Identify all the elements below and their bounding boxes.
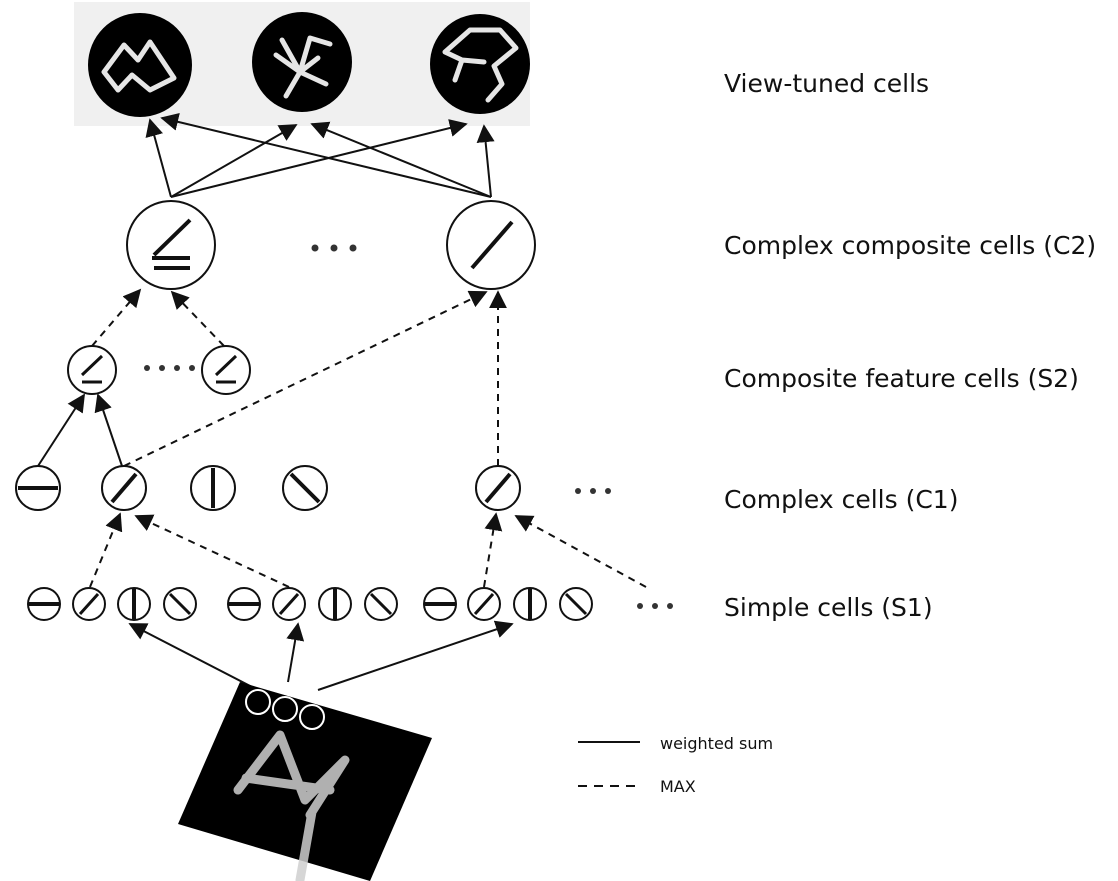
label-s2: Composite feature cells (S2) xyxy=(724,364,1079,393)
view-tuned-cell-1 xyxy=(88,13,192,117)
c1-ellipsis xyxy=(575,488,611,494)
c1-cells-group xyxy=(15,465,611,511)
s1-cell-horizontal xyxy=(27,587,61,621)
view-tuned-cells-group xyxy=(74,2,530,126)
s1-group-2 xyxy=(227,587,398,621)
s1-cell-anti-diagonal xyxy=(364,587,398,621)
s1-cell-anti-diagonal xyxy=(163,587,197,621)
c1-cell-diagonal xyxy=(101,465,147,511)
legend-weighted-sum: weighted sum xyxy=(660,734,773,753)
s2-cell-2 xyxy=(201,345,251,395)
c2-cell-2 xyxy=(446,200,536,290)
s1-group-1 xyxy=(27,587,197,621)
s2-ellipsis xyxy=(144,365,195,371)
s2-cell-1 xyxy=(67,345,117,395)
c1-to-s2-connections xyxy=(37,393,123,467)
s1-cell-horizontal xyxy=(423,587,457,621)
label-view-tuned: View-tuned cells xyxy=(724,69,929,98)
s2-to-c2-connections xyxy=(91,288,225,347)
s1-cell-horizontal xyxy=(227,587,261,621)
s1-cell-diagonal xyxy=(272,587,306,621)
s1-cell-vertical xyxy=(117,587,151,621)
label-c1: Complex cells (C1) xyxy=(724,485,958,514)
label-c2: Complex composite cells (C2) xyxy=(724,231,1096,260)
s1-ellipsis xyxy=(637,603,673,609)
s2-cells-group xyxy=(67,345,251,395)
label-s1: Simple cells (S1) xyxy=(724,593,933,622)
legend: weighted sum MAX xyxy=(578,734,773,796)
view-tuned-cell-2 xyxy=(252,12,352,112)
c1-cell-anti-diagonal xyxy=(282,465,328,511)
c2-ellipsis xyxy=(311,244,357,252)
s1-cell-anti-diagonal xyxy=(559,587,593,621)
receptive-field-circles xyxy=(245,689,325,730)
view-tuned-cell-3 xyxy=(430,14,530,114)
c1-cell-vertical xyxy=(190,465,236,511)
c2-cell-1 xyxy=(126,200,216,290)
c2-to-view-connections xyxy=(145,113,495,198)
s1-group-3 xyxy=(423,587,593,621)
s1-cell-diagonal xyxy=(72,587,106,621)
c1-cell-diagonal-2 xyxy=(475,465,521,511)
c2-cells-group xyxy=(126,200,536,290)
c1-to-c2-connections xyxy=(123,290,507,467)
s1-cell-vertical xyxy=(513,587,547,621)
c1-cell-horizontal xyxy=(15,465,61,511)
s1-cell-diagonal xyxy=(467,587,501,621)
s1-to-c1-connections xyxy=(89,512,647,588)
s1-cell-vertical xyxy=(318,587,352,621)
input-to-s1-connections xyxy=(128,620,514,691)
input-image xyxy=(178,682,432,881)
legend-max: MAX xyxy=(660,777,696,796)
layer-labels: View-tuned cells Complex composite cells… xyxy=(724,69,1096,622)
s1-cells-group xyxy=(27,587,673,621)
